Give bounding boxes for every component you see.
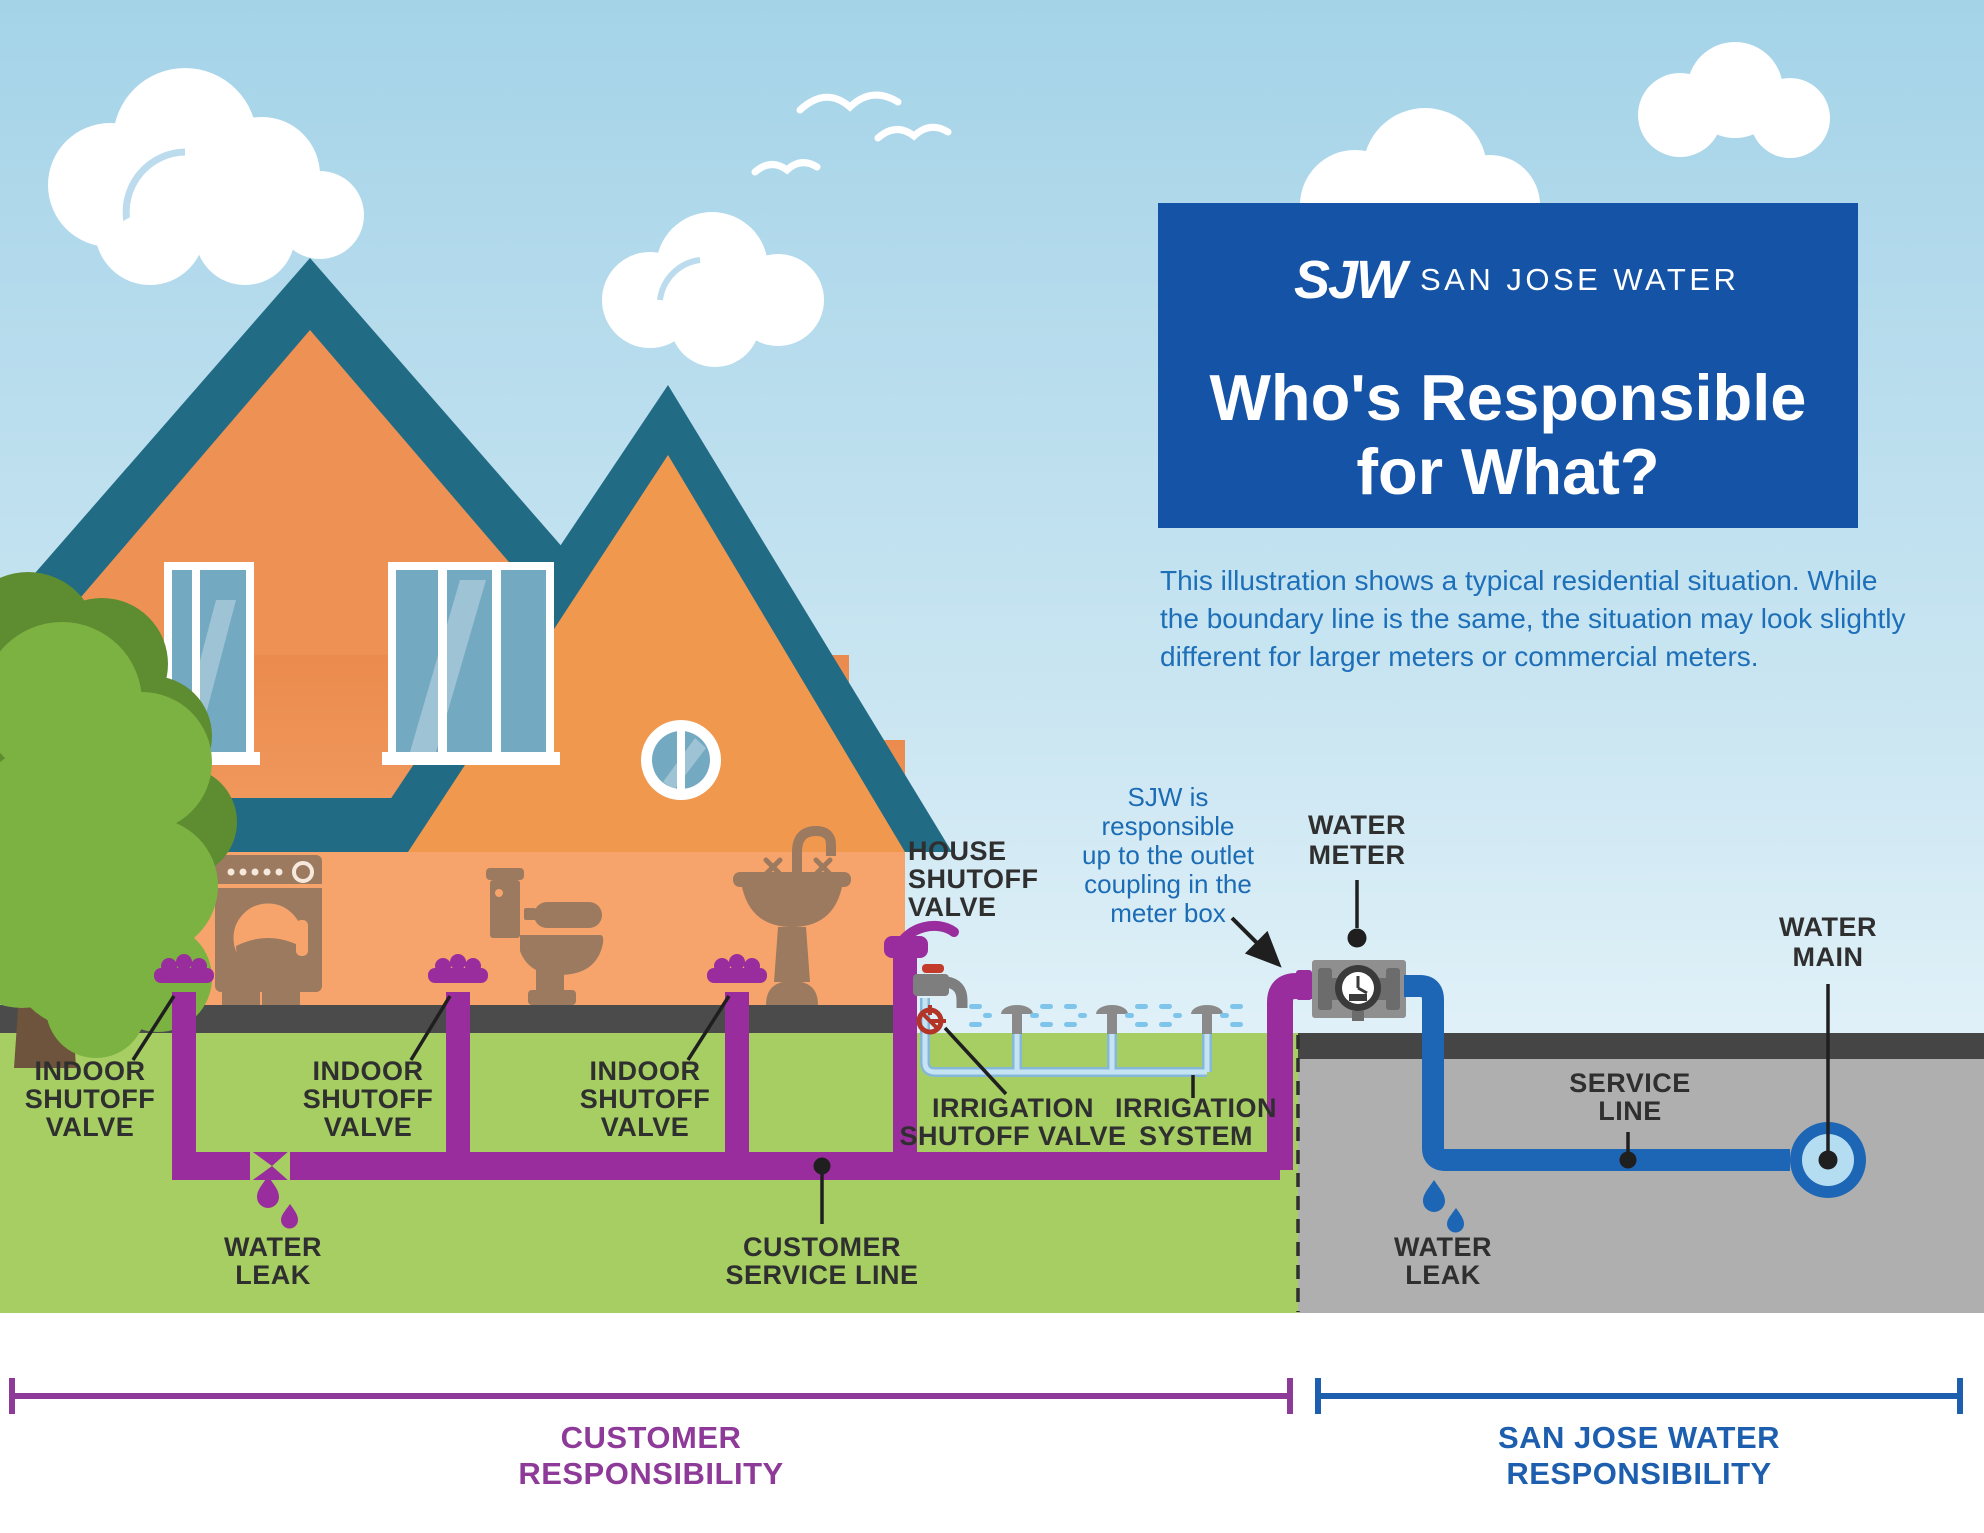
- washer-icon: [215, 855, 322, 1005]
- indoor-valve-icon: [707, 954, 767, 983]
- header-box: [1158, 203, 1858, 528]
- irrigation-system-label: IRRIGATION: [1115, 1093, 1277, 1123]
- irrigation: [913, 964, 1243, 1077]
- svg-text:meter box: meter box: [1110, 898, 1226, 928]
- toilet-icon: [486, 868, 604, 1005]
- sprinkler-icon: [969, 1004, 1053, 1034]
- leader-lines: [131, 880, 1830, 1224]
- indoor-valve-icon: [154, 954, 214, 983]
- irrigation-shutoff-valve-icon: [916, 1005, 946, 1035]
- sjw-responsibility-label: SAN JOSE WATER: [1498, 1420, 1780, 1455]
- svg-text:LEAK: LEAK: [235, 1260, 311, 1290]
- svg-text:VALVE: VALVE: [324, 1112, 413, 1142]
- svg-text:SERVICE LINE: SERVICE LINE: [725, 1260, 918, 1290]
- sink-icon: [733, 825, 851, 1005]
- svg-text:METER: METER: [1309, 840, 1406, 870]
- water-leak-right-label: WATER: [1394, 1232, 1492, 1262]
- irrigation-valve-label: IRRIGATION: [932, 1093, 1094, 1123]
- bird-icon: [121, 96, 211, 116]
- brand-name: SAN JOSE WATER: [1420, 262, 1739, 297]
- svg-text:SHUTOFF: SHUTOFF: [303, 1084, 434, 1114]
- water-leak-left-label: WATER: [224, 1232, 322, 1262]
- svg-text:LEAK: LEAK: [1405, 1260, 1481, 1290]
- svg-text:RESPONSIBILITY: RESPONSIBILITY: [1506, 1456, 1771, 1491]
- header: SJW SAN JOSE WATER Who's Responsible for…: [1158, 203, 1858, 528]
- svg-text:SHUTOFF: SHUTOFF: [580, 1084, 711, 1114]
- customer-pipes: [154, 920, 1316, 1229]
- svg-text:VALVE: VALVE: [908, 892, 997, 922]
- service-line-pipe: [1404, 975, 1790, 1171]
- birds: [91, 91, 952, 232]
- svg-text:SHUTOFF VALVE: SHUTOFF VALVE: [899, 1121, 1126, 1151]
- sjw-note: SJW is responsible up to the outlet coup…: [1082, 782, 1255, 928]
- house-shutoff-label: HOUSE: [908, 836, 1007, 866]
- svg-text:SJW is: SJW is: [1128, 782, 1209, 812]
- svg-text:SHUTOFF: SHUTOFF: [25, 1084, 156, 1114]
- svg-text:up to the outlet: up to the outlet: [1082, 840, 1255, 870]
- water-main-dot: [1818, 1150, 1838, 1170]
- sprinkler-icon: [1159, 1004, 1243, 1034]
- service-line-label: SERVICE: [1569, 1068, 1691, 1098]
- bird-icon: [91, 216, 153, 232]
- tree: [0, 572, 237, 1068]
- sprinkler-icon: [1064, 1004, 1148, 1034]
- window-middle: [382, 562, 560, 765]
- responsibility-brackets: CUSTOMER RESPONSIBILITY SAN JOSE WATER R…: [9, 1378, 1963, 1491]
- water-leak-left-icon: [250, 1150, 298, 1229]
- svg-text:SHUTOFF: SHUTOFF: [908, 864, 1039, 894]
- svg-text:This illustration shows a typi: This illustration shows a typical reside…: [1160, 565, 1877, 596]
- bird-icon: [796, 91, 902, 114]
- svg-text:SYSTEM: SYSTEM: [1139, 1121, 1253, 1151]
- labels: INDOOR SHUTOFF VALVE INDOOR SHUTOFF VALV…: [25, 810, 1877, 1290]
- indoor-valve-label-1: INDOOR: [35, 1056, 146, 1086]
- svg-text:different for larger meters or: different for larger meters or commercia…: [1160, 641, 1759, 672]
- svg-text:VALVE: VALVE: [601, 1112, 690, 1142]
- cloud-far-right: [1638, 42, 1830, 158]
- indoor-valve-icon: [428, 954, 488, 983]
- water-meter-label: WATER: [1308, 810, 1406, 840]
- customer-bracket: [9, 1378, 1293, 1414]
- customer-service-line-label: CUSTOMER: [743, 1232, 901, 1262]
- water-meter-dot: [1347, 928, 1367, 948]
- svg-text:coupling in the: coupling in the: [1084, 869, 1252, 899]
- bird-icon: [874, 123, 952, 142]
- water-meter-icon: [1296, 960, 1406, 1021]
- service-line-dot: [1619, 1151, 1637, 1169]
- svg-text:MAIN: MAIN: [1793, 942, 1864, 972]
- water-main-label: WATER: [1779, 912, 1877, 942]
- street-soil: [1298, 1059, 1984, 1313]
- bird-icon: [224, 149, 294, 166]
- hose-faucet-icon: [913, 964, 968, 1008]
- page-title-line1: Who's Responsible: [1210, 361, 1807, 434]
- indoor-valve-label-3: INDOOR: [590, 1056, 701, 1086]
- customer-service-line-dot: [813, 1157, 831, 1175]
- svg-text:LINE: LINE: [1598, 1096, 1662, 1126]
- water-leak-right-icon: [1416, 1162, 1464, 1233]
- sjw-logo: SJW: [1294, 250, 1411, 310]
- cloud-middle: [602, 212, 824, 367]
- customer-responsibility-label: CUSTOMER: [561, 1420, 742, 1455]
- house-shutoff-valve-icon: [884, 920, 959, 958]
- note-arrow: [1230, 916, 1282, 968]
- svg-text:VALVE: VALVE: [46, 1112, 135, 1142]
- page-title-line2: for What?: [1356, 435, 1659, 508]
- sjw-bracket: [1315, 1378, 1963, 1414]
- street-surface: [1298, 1033, 1984, 1059]
- svg-text:the boundary line is the same,: the boundary line is the same, the situa…: [1160, 603, 1906, 634]
- bird-icon: [751, 159, 821, 176]
- description: This illustration shows a typical reside…: [1160, 565, 1906, 672]
- svg-text:RESPONSIBILITY: RESPONSIBILITY: [518, 1456, 783, 1491]
- indoor-valve-label-2: INDOOR: [313, 1056, 424, 1086]
- round-window: [641, 720, 721, 800]
- svg-text:responsible: responsible: [1102, 811, 1235, 841]
